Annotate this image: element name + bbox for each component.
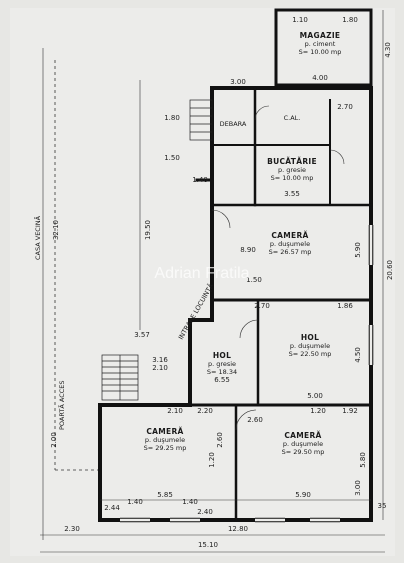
dim-150b: 1.50 bbox=[246, 276, 262, 284]
camera-top-floor: p. duşumele bbox=[270, 240, 310, 248]
dim-220: 2.20 bbox=[197, 407, 213, 415]
dim-inner-height: 19.50 bbox=[144, 220, 152, 240]
dim-210b: 2.10 bbox=[167, 407, 183, 415]
dim-right-height: 20.60 bbox=[386, 260, 394, 280]
dim-180: 1.80 bbox=[164, 114, 180, 122]
dim-right-bottom: 5.80 bbox=[359, 452, 367, 468]
dim-140c: 1.40 bbox=[182, 498, 198, 506]
dim-200: 2.00 bbox=[50, 432, 58, 448]
casa-vecina-label: CASA VECINĂ bbox=[33, 215, 42, 260]
dim-357: 3.57 bbox=[134, 331, 150, 339]
dim-left-offset: 2.30 bbox=[64, 525, 80, 533]
dim-buc-w: 3.55 bbox=[284, 190, 300, 198]
hol-title: HOL bbox=[301, 333, 319, 342]
dim-270: 2.70 bbox=[254, 302, 270, 310]
hol-mic-floor: p. gresie bbox=[208, 360, 236, 368]
dim-140a: 1.40 bbox=[192, 176, 208, 184]
dim-mag-top-b: 1.80 bbox=[342, 16, 358, 24]
dim-bottom-inner: 12.80 bbox=[228, 525, 248, 533]
dim-316: 3.16 bbox=[152, 356, 168, 364]
dim-hall-w: 5.00 bbox=[307, 392, 323, 400]
dim-260: 2.60 bbox=[247, 416, 263, 424]
dim-210: 2.10 bbox=[152, 364, 168, 372]
bucatarie-floor: p. gresie bbox=[278, 166, 306, 174]
dim-186: 1.86 bbox=[337, 302, 353, 310]
camera-left-floor: p. duşumele bbox=[145, 436, 185, 444]
dim-right-upper: 4.30 bbox=[384, 42, 392, 58]
dim-mag-width: 4.00 bbox=[312, 74, 328, 82]
dim-240: 2.40 bbox=[197, 508, 213, 516]
camera-right-floor: p. duşumele bbox=[283, 440, 323, 448]
dim-244: 2.44 bbox=[104, 504, 120, 512]
dim-35: 35 bbox=[378, 502, 387, 510]
magazie-title: MAGAZIE bbox=[300, 31, 341, 40]
dim-140b: 1.40 bbox=[127, 498, 143, 506]
camera-right-title: CAMERĂ bbox=[284, 431, 321, 440]
dim-top-left-w: 3.00 bbox=[230, 78, 246, 86]
hol-area: S= 22.50 mp bbox=[289, 350, 332, 358]
hol-mic-area: S= 18.34 bbox=[207, 368, 237, 376]
camera-top-title: CAMERĂ bbox=[271, 231, 308, 240]
hol-floor: p. duşumele bbox=[290, 342, 330, 350]
magazie-area: S= 10.00 mp bbox=[299, 48, 342, 56]
camera-left-title: CAMERĂ bbox=[146, 427, 183, 436]
dim-120: 1.20 bbox=[310, 407, 326, 415]
dim-mag-top-a: 1.10 bbox=[292, 16, 308, 24]
debara-label: DEBARA bbox=[220, 120, 247, 128]
camera-top-area: S= 26.57 mp bbox=[269, 248, 312, 256]
bucatarie-area: S= 10.00 mp bbox=[271, 174, 314, 182]
hol-mic-title: HOL bbox=[213, 351, 231, 360]
dim-192: 1.92 bbox=[342, 407, 358, 415]
dim-right-mid: 5.90 bbox=[354, 242, 362, 258]
dim-total-width: 15.10 bbox=[198, 541, 218, 549]
dim-right-lower: 4.50 bbox=[354, 347, 362, 363]
dim-300: 3.00 bbox=[354, 480, 362, 496]
magazie-floor: p. ciment bbox=[305, 40, 336, 48]
dim-120b: 1.20 bbox=[208, 452, 216, 468]
dim-cam-right-w: 5.90 bbox=[295, 491, 311, 499]
dim-260b: 2.60 bbox=[216, 432, 224, 448]
bucatarie-title: BUCĂTĂRIE bbox=[267, 157, 317, 166]
poarta-acces-label: POARTĂ ACCES bbox=[57, 380, 66, 430]
cam-label: C.AL. bbox=[284, 114, 301, 122]
dim-150: 1.50 bbox=[164, 154, 180, 162]
camera-right-area: S= 29.50 mp bbox=[282, 448, 325, 456]
dim-cam-left-w: 5.85 bbox=[157, 491, 173, 499]
dim-655: 6.55 bbox=[214, 376, 230, 384]
dim-cam-top-w: 2.70 bbox=[337, 103, 353, 111]
dim-left-height: 32.10 bbox=[52, 220, 60, 240]
camera-left-area: S= 29.25 mp bbox=[144, 444, 187, 452]
watermark: Adrian Fratila bbox=[154, 265, 249, 282]
dim-890: 8.90 bbox=[240, 246, 256, 254]
